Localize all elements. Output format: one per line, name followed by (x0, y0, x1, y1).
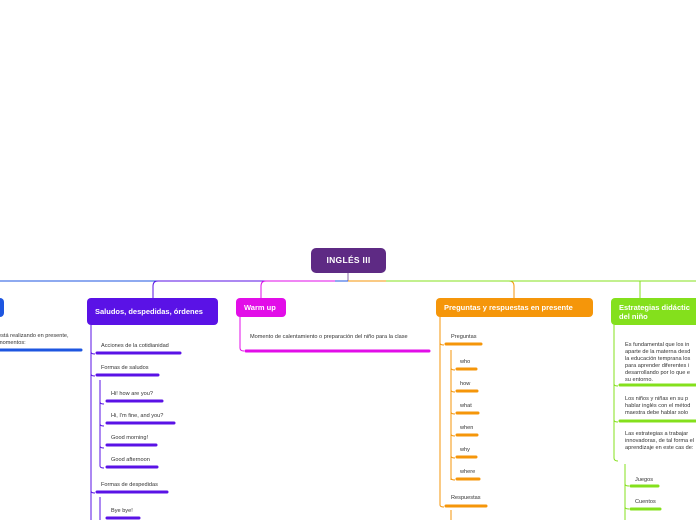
subtopic-acciones[interactable]: Acciones de la cotidianidad (101, 343, 169, 349)
question-word[interactable]: when (460, 425, 474, 431)
topic-saludos-label: Saludos, despedidas, órdenes (95, 307, 203, 316)
topic-warm-up[interactable]: Warm up (236, 298, 286, 317)
topic-left-partial[interactable] (0, 298, 4, 317)
topic-estrategias-label: Estrategias didáctic del niño (619, 302, 690, 321)
estrategia-item[interactable]: Juegos (635, 477, 654, 483)
question-word[interactable]: how (460, 381, 471, 387)
estrategias-paragraph-3[interactable]: Las estrategias a trabajar innovadoras, … (625, 431, 695, 451)
subtopic-formas-saludos[interactable]: Formas de saludos (101, 365, 149, 371)
topic-preguntas-label: Preguntas y respuestas en presente (444, 303, 573, 312)
despedida-item[interactable]: Bye bye! (111, 508, 133, 514)
subtopic-formas-despedidas[interactable]: Formas de despedidas (101, 482, 158, 488)
question-word[interactable]: why (460, 447, 470, 453)
saludo-item[interactable]: Hi! how are you? (111, 391, 153, 397)
question-word[interactable]: what (460, 403, 472, 409)
topic-warm-up-label: Warm up (244, 303, 276, 312)
question-word[interactable]: where (460, 469, 476, 475)
root-topic-label: INGLÉS III (326, 255, 371, 265)
question-word[interactable]: who (460, 359, 471, 365)
topic-preguntas[interactable]: Preguntas y respuestas en presente (436, 298, 593, 317)
saludo-item[interactable]: Hi, I'm fine, and you? (111, 413, 164, 419)
estrategia-item[interactable]: Cuentos (635, 499, 656, 505)
saludo-item[interactable]: Good afternoon (111, 457, 150, 463)
topic-estrategias[interactable]: Estrategias didáctic del niño (611, 298, 696, 325)
left-branch-text: está realizando en presente, momentos: (0, 333, 69, 346)
estrategias-paragraph-2[interactable]: Los niños y niñas en su p hablar inglés … (625, 396, 691, 416)
estrategias-paragraph-1[interactable]: Es fundamental que los in aparte de la m… (625, 342, 691, 383)
warm-up-text[interactable]: Momento de calentamiento o preparación d… (250, 334, 408, 340)
topic-saludos[interactable]: Saludos, despedidas, órdenes (87, 298, 218, 325)
subtopic-preguntas[interactable]: Preguntas (451, 334, 477, 340)
root-topic[interactable]: INGLÉS III (311, 248, 386, 273)
subtopic-respuestas[interactable]: Respuestas (451, 495, 481, 501)
saludo-item[interactable]: Good morning! (111, 435, 149, 441)
